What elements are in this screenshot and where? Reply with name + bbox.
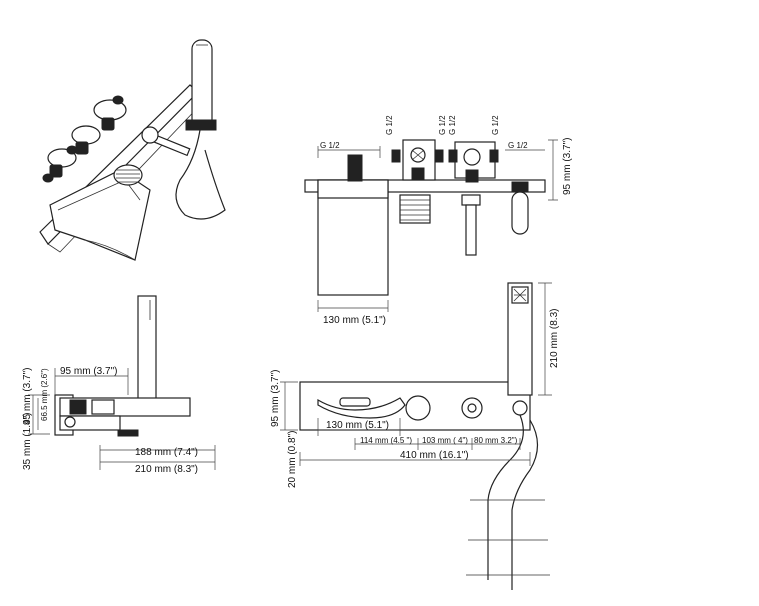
height-dimension: 95 mm (3.7"): [562, 138, 573, 195]
top-view: G 1/2 G 1/2 G 1/2 G 1/2 G 1/2 G 1/2 95 m…: [304, 115, 573, 326]
spacing-1-dimension: 114 mm (4.5 "): [360, 436, 412, 445]
thread-label: G 1/2: [448, 115, 457, 135]
height-dimension: 95 mm (3.7"): [270, 370, 281, 427]
thread-label: G 1/2: [491, 115, 500, 135]
overall-reach-dimension: 210 mm (8.3"): [135, 464, 198, 475]
thread-label: G 1/2: [438, 115, 447, 135]
side-view: 95 mm (3.7") 95 mm (3.7") 66.5 mm (2.6")…: [22, 295, 216, 475]
offset-dimension: 20 mm (0.8"): [287, 431, 298, 488]
height-dimension-1: 95 mm (3.7"): [22, 368, 33, 425]
height-dimension-3: 66.5 mm (2.6"): [40, 368, 49, 421]
front-view: 95 mm (3.7") 20 mm (0.8") 210 mm (8.3) 1…: [270, 282, 560, 590]
spout-width-dimension: 130 mm (5.1"): [326, 420, 389, 431]
spout-reach-dimension: 188 mm (7.4"): [135, 447, 198, 458]
spacing-2-dimension: 103 mm ( 4"): [422, 436, 468, 445]
total-width-dimension: 410 mm (16.1"): [400, 450, 469, 461]
isometric-view: [39, 39, 226, 261]
thread-label: G 1/2: [508, 141, 528, 150]
spout-width-dimension: 130 mm (5.1"): [323, 315, 386, 326]
thread-label: G 1/2: [385, 115, 394, 135]
spacing-3-dimension: 80 mm 3.2"): [474, 436, 518, 445]
depth-dimension: 95 mm (3.7"): [60, 366, 117, 377]
thread-label: G 1/2: [320, 141, 340, 150]
handshower-height-dimension: 210 mm (8.3): [549, 309, 560, 368]
height-dimension-2: 35 mm (1.4"): [22, 413, 33, 470]
